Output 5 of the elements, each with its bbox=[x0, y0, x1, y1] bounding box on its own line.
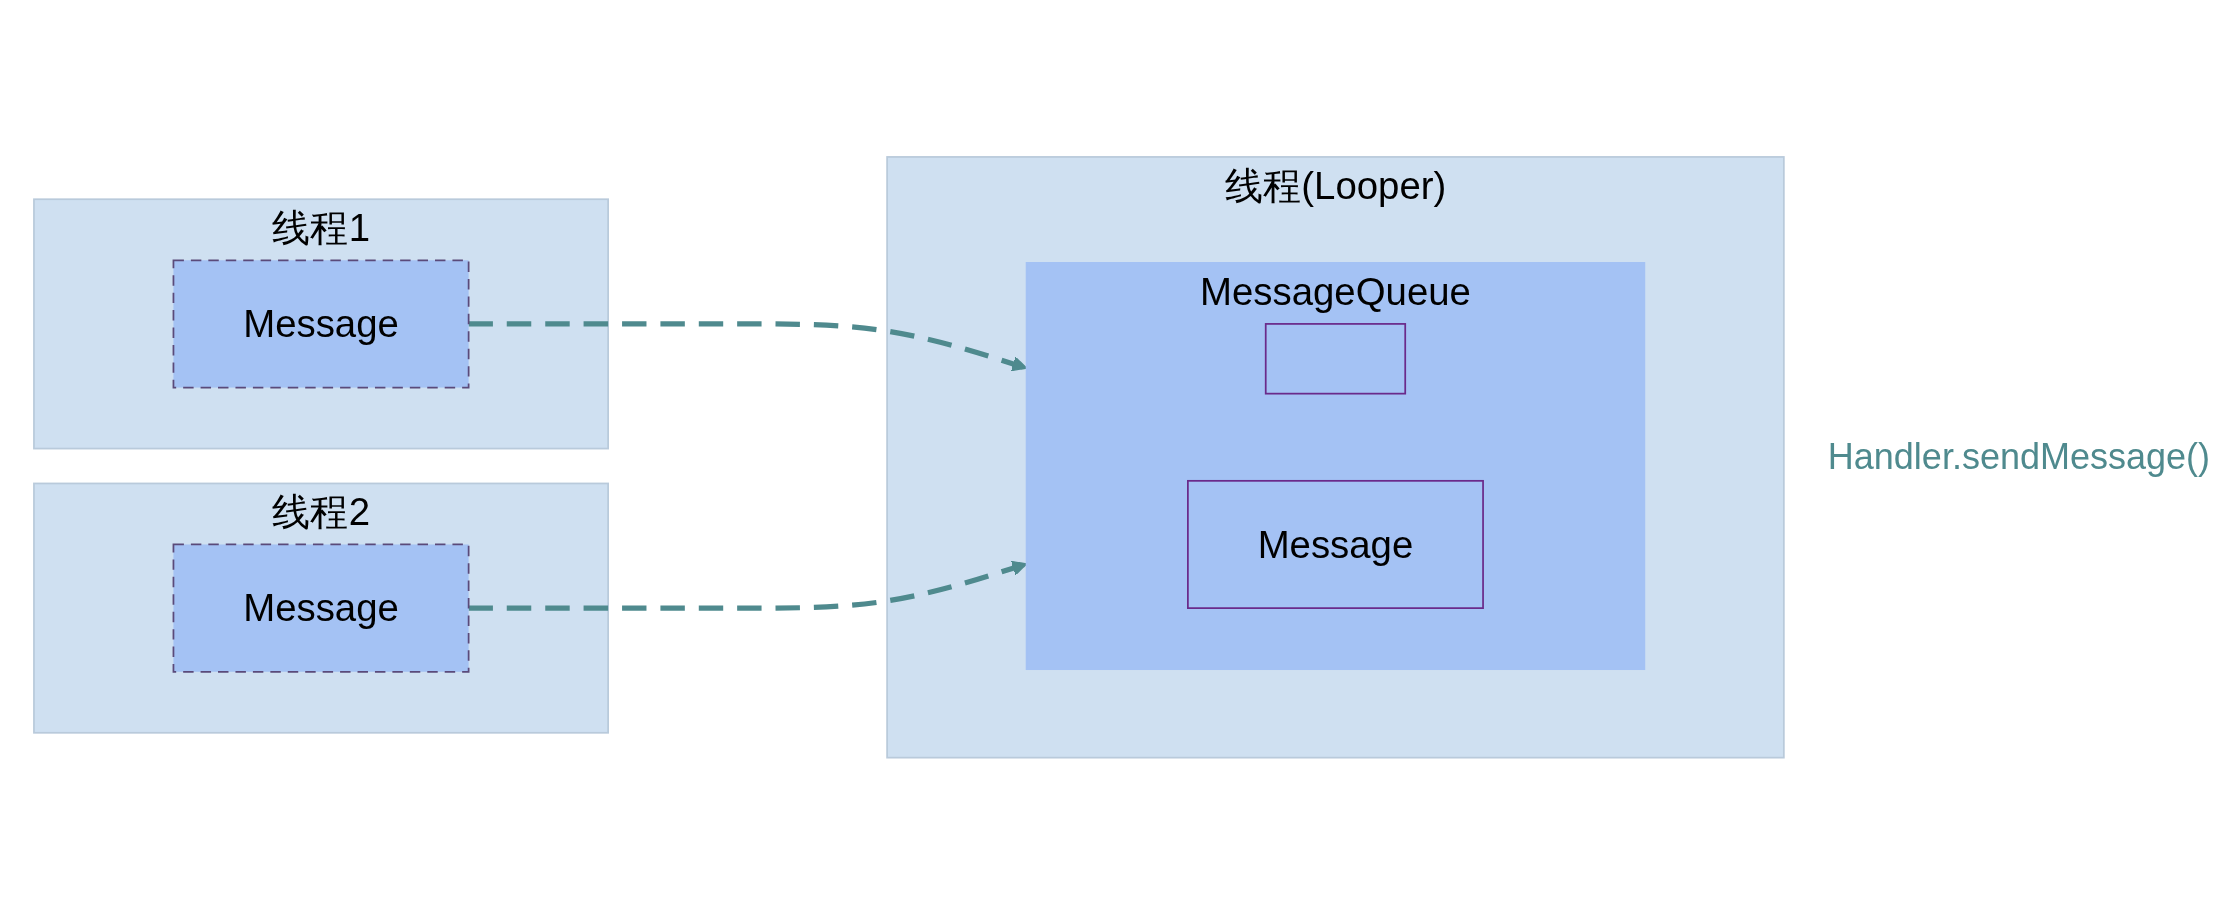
node-box: Message bbox=[172, 543, 470, 673]
node-box: Message bbox=[1187, 479, 1484, 609]
node-box bbox=[1264, 322, 1407, 395]
method-label: Handler.sendMessage() bbox=[1827, 436, 2210, 478]
node-box: Message bbox=[172, 259, 470, 389]
